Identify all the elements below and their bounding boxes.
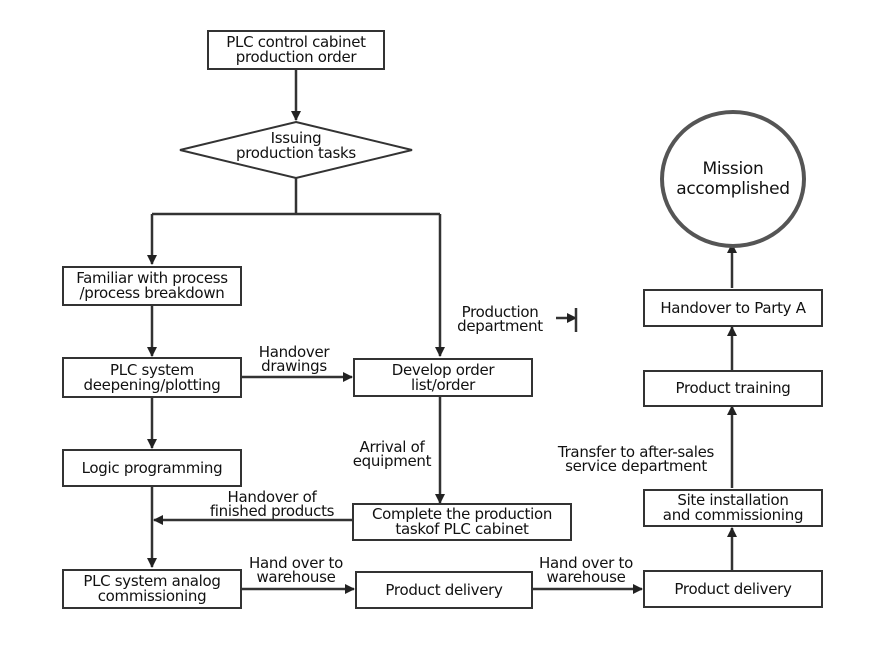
node-product-delivery-2: Product delivery — [643, 570, 823, 608]
node-issuing-production-tasks: Issuing production tasks — [236, 129, 356, 162]
node-plc-analog-commissioning: PLC system analog commissioning — [62, 569, 242, 609]
node-logic-programming: Logic programming — [62, 449, 242, 487]
node-familiar-with-process: Familiar with process /process breakdown — [62, 266, 242, 306]
node-product-training: Product training — [643, 370, 823, 407]
label-arrival-of-equipment: Arrival of equipment — [352, 438, 432, 470]
node-production-order: PLC control cabinet production order — [207, 30, 385, 70]
node-product-delivery-1: Product delivery — [355, 571, 533, 609]
node-mission-accomplished: Mission accomplished — [660, 110, 806, 248]
decision-diamond — [179, 120, 413, 180]
label-hand-over-warehouse-1: Hand over to warehouse — [249, 554, 343, 586]
label-production-department: Production department — [457, 303, 543, 335]
label-hand-over-warehouse-2: Hand over to warehouse — [539, 554, 633, 586]
node-complete-production-task: Complete the production taskof PLC cabin… — [352, 503, 572, 541]
node-handover-to-party-a: Handover to Party A — [643, 289, 823, 327]
node-develop-order-list: Develop order list/order — [353, 358, 533, 397]
node-site-installation: Site installation and commissioning — [643, 489, 823, 527]
node-plc-system-deepening: PLC system deepening/plotting — [62, 357, 242, 398]
label-handover-drawings: Handover drawings — [258, 343, 330, 375]
label-handover-finished-products: Handover of finished products — [209, 488, 335, 520]
label-transfer-after-sales: Transfer to after-sales service departme… — [557, 443, 715, 475]
